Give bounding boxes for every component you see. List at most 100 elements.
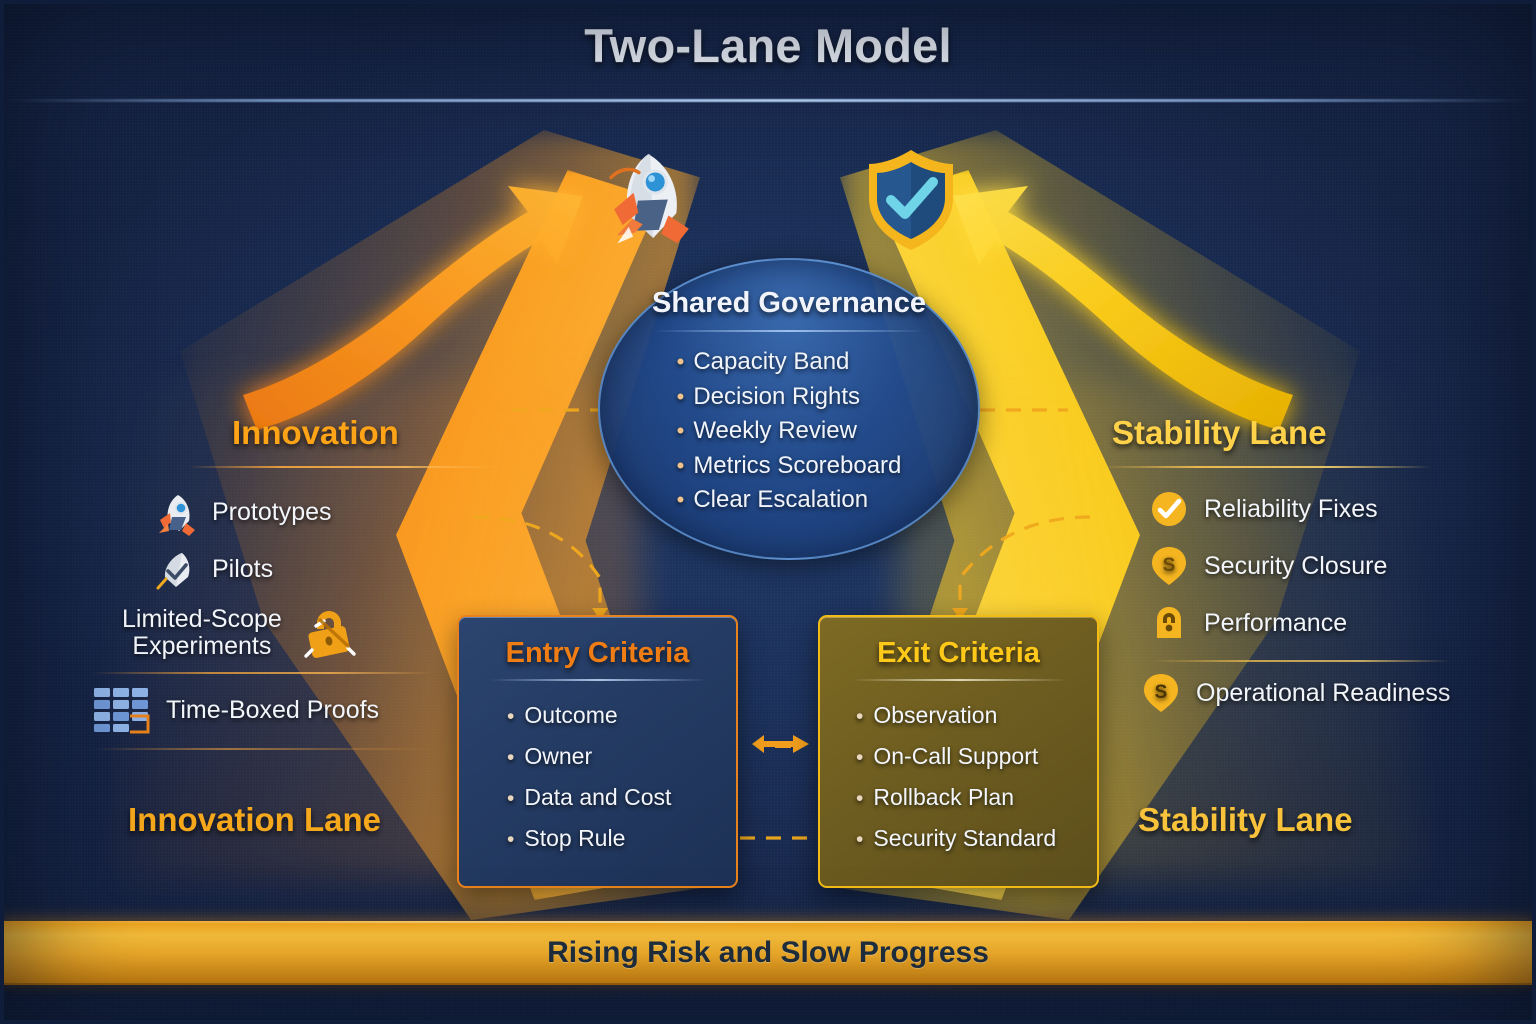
stability-item-label: Performance [1204, 608, 1348, 637]
shared-governance-heading: Shared Governance [652, 287, 926, 319]
bullet-glyph: • [676, 349, 685, 374]
bullet-glyph: • [856, 745, 864, 769]
rocket-icon [152, 490, 196, 536]
list-item: •Rollback Plan [856, 777, 1056, 818]
shared-governance-list: • Capacity Band • Decision Rights • Weekly … [677, 345, 902, 518]
page-title: Two-Lane Model [0, 18, 1536, 73]
governance-item-label: Metrics Scoreboard [693, 451, 902, 479]
list-item: • Metrics Scoreboard [677, 449, 902, 484]
bullet-glyph: • [676, 418, 685, 444]
stability-item-security-closure[interactable]: S Security Closure [1150, 546, 1387, 586]
exit-criteria-item-label: Rollback Plan [873, 783, 1014, 810]
entry-criteria-list: • Outcome • Owner • Data and Cost • Stop Rul… [507, 695, 671, 859]
list-item: • Capacity Band [677, 345, 902, 380]
entry-criteria-item-label: Owner [524, 742, 593, 769]
exit-criteria-divider [850, 679, 1067, 681]
bullet-glyph: • [507, 827, 515, 851]
bullet-glyph: • [507, 786, 515, 810]
innovation-heading-divider [188, 466, 498, 468]
stability-lane-footer-label: Stability Lane [1138, 801, 1353, 838]
stability-item-label: Security Closure [1204, 551, 1388, 580]
shared-governance-divider [653, 330, 925, 332]
shield-pin-s-icon: S [1142, 673, 1180, 713]
entry-criteria-item-label: Outcome [524, 702, 618, 728]
svg-text:S: S [1163, 555, 1176, 576]
bottom-banner: Rising Risk and Slow Progress [0, 921, 1536, 985]
check-circle-icon [1150, 490, 1188, 528]
rocket-check-icon [152, 547, 196, 591]
bottom-banner-text: Rising Risk and Slow Progress [547, 936, 989, 969]
exit-criteria-item-label: On-Call Support [873, 742, 1039, 769]
innovation-item-pilots[interactable]: Pilots [152, 547, 273, 591]
list-item: • Outcome [507, 695, 671, 736]
entry-criteria-card[interactable]: Entry Criteria • Outcome • Owner • Data and… [457, 615, 738, 888]
list-item: • Owner [507, 736, 671, 777]
bullet-glyph: • [676, 383, 685, 409]
entry-criteria-divider [489, 679, 706, 681]
exit-criteria-item-label: Security Standard [873, 824, 1057, 851]
connector-gov-to-exit [958, 515, 1091, 604]
list-item: • On-Call Support [856, 736, 1056, 777]
rocket-icon [609, 154, 689, 244]
arrowhead-exit [952, 608, 968, 620]
exit-criteria-heading: Exit Criteria [877, 637, 1040, 669]
list-item: • Decision Rights [677, 380, 902, 415]
list-item: • Clear Escalation [677, 483, 902, 518]
innovation-item-label: Pilots [212, 554, 274, 583]
entry-criteria-heading: Entry Criteria [505, 637, 690, 669]
innovation-lane-footer-label: Innovation Lane [128, 801, 382, 838]
page-title-text: Two-Lane Model [584, 19, 952, 72]
innovation-item-time-boxed-proofs[interactable]: Time-Boxed Proofs [92, 686, 379, 734]
entry-to-exit-arrow-icon [752, 735, 809, 753]
bullet-glyph: • [507, 705, 515, 728]
exit-criteria-item-label: Observation [873, 702, 998, 728]
governance-item-label: Decision Rights [693, 382, 861, 410]
title-divider [0, 99, 1536, 102]
governance-connectors [473, 408, 1091, 840]
entry-criteria-item-label: Data and Cost [524, 783, 672, 810]
governance-item-label: Weekly Review [693, 417, 857, 445]
governance-item-label: Clear Escalation [693, 486, 869, 514]
stability-heading-divider [1098, 466, 1432, 468]
connector-gov-to-entry [473, 515, 602, 604]
arrowhead-entry [592, 608, 608, 620]
list-item: • Weekly Review [677, 414, 902, 449]
rising-arrow-orange-icon [243, 186, 583, 430]
lock-icon [1150, 604, 1188, 642]
innovation-lane-heading: Innovation [232, 414, 399, 451]
governance-item-label: Capacity Band [693, 348, 850, 375]
bullet-glyph: • [856, 827, 864, 851]
stability-item-operational-readiness[interactable]: S Operational Readiness [1142, 673, 1450, 713]
shield-pin-s-icon: S [1150, 546, 1188, 586]
innovation-item-divider-2 [92, 748, 432, 750]
bullet-glyph: • [856, 705, 864, 728]
list-item: • Security Standard [856, 818, 1056, 859]
stability-lane-heading: Stability Lane [1112, 414, 1327, 451]
stability-item-divider [1150, 660, 1450, 662]
bullet-glyph: • [507, 745, 515, 769]
exit-criteria-list: •Observation •On-Call Support •Rollback … [856, 695, 1056, 859]
innovation-item-prototypes[interactable]: Prototypes [152, 490, 332, 536]
exit-criteria-card[interactable]: Exit Criteria • Observation • On-Call Supp… [818, 615, 1099, 888]
bullet-glyph: • [676, 487, 685, 513]
list-item: • Observation [856, 695, 1056, 736]
innovation-item-label: Prototypes [212, 497, 332, 526]
shield-check-icon [869, 150, 953, 250]
svg-text:S: S [1155, 682, 1168, 703]
entry-criteria-item-label: Stop Rule [524, 824, 626, 851]
table-grid-icon [92, 686, 150, 734]
stability-item-performance[interactable]: Performance [1150, 604, 1347, 642]
innovation-item-label: Time-Boxed Proofs [166, 695, 380, 724]
stability-item-label: Operational Readiness [1196, 678, 1451, 707]
innovation-item-label: Limited-Scope Experiments [122, 605, 282, 660]
innovation-item-limited-scope-experiments[interactable]: Limited-Scope Experiments [122, 602, 360, 664]
list-item: • Stop Rule [507, 818, 671, 859]
stability-item-reliability-fixes[interactable]: Reliability Fixes [1150, 490, 1378, 528]
bullet-glyph: • [676, 452, 685, 478]
innovation-item-divider-1 [92, 672, 432, 674]
list-item: • Data and Cost [507, 777, 671, 818]
rising-arrow-gold-icon [953, 186, 1293, 430]
shared-governance-panel: Shared Governance • Capacity Band • Decisi… [598, 258, 980, 560]
